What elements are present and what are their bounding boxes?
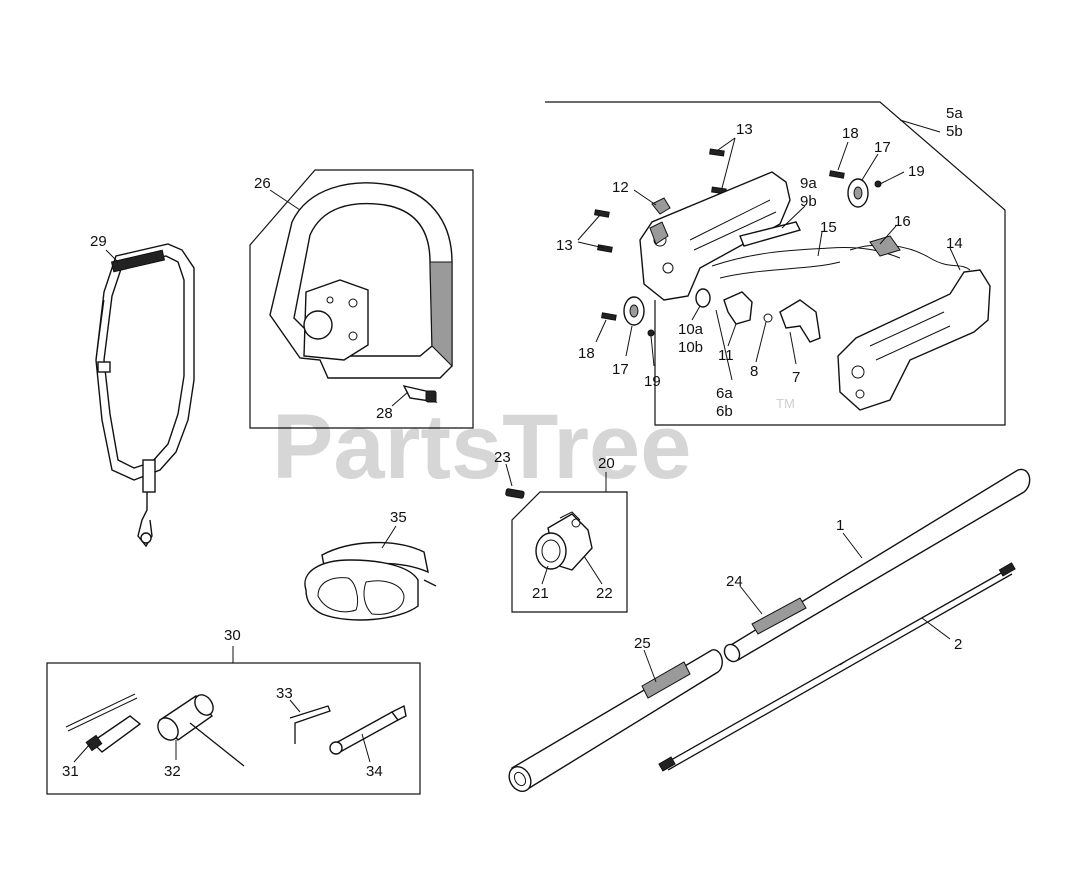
callout-7: 7 bbox=[792, 369, 800, 386]
callout-9a: 9a bbox=[800, 175, 817, 192]
callout-25: 25 bbox=[634, 635, 651, 652]
loop-handle-box bbox=[249, 169, 474, 429]
callout-22: 22 bbox=[596, 585, 613, 602]
callout-20: 20 bbox=[598, 455, 615, 472]
callout-5a: 5a bbox=[946, 105, 963, 122]
watermark: PartsTree TM bbox=[272, 396, 795, 498]
callout-10a: 10a bbox=[678, 321, 704, 338]
callout-13-upper: 13 bbox=[736, 121, 753, 138]
callout-28: 28 bbox=[376, 405, 393, 422]
shaft-clamp bbox=[505, 488, 593, 571]
clamp-box bbox=[511, 491, 628, 613]
callout-11: 11 bbox=[718, 347, 734, 364]
callout-12: 12 bbox=[612, 179, 629, 196]
callout-6a: 6a bbox=[716, 385, 733, 402]
callout-24: 24 bbox=[726, 573, 743, 590]
loop-handle bbox=[269, 182, 453, 403]
callout-5b: 5b bbox=[946, 123, 963, 140]
callout-8: 8 bbox=[750, 363, 758, 380]
watermark-text: PartsTree bbox=[272, 396, 691, 498]
callout-9b: 9b bbox=[800, 193, 817, 210]
callout-34: 34 bbox=[366, 763, 383, 780]
callout-35: 35 bbox=[390, 509, 407, 526]
callout-32: 32 bbox=[164, 763, 181, 780]
callout-10b: 10b bbox=[678, 339, 703, 356]
callout-18-upper: 18 bbox=[842, 125, 859, 142]
leader-lines bbox=[73, 119, 961, 763]
callout-19-upper: 19 bbox=[908, 163, 925, 180]
callout-6b: 6b bbox=[716, 403, 733, 420]
shoulder-strap bbox=[95, 243, 195, 548]
callout-17-upper: 17 bbox=[874, 139, 891, 156]
callout-1: 1 bbox=[836, 517, 844, 534]
callout-19-lower: 19 bbox=[644, 373, 661, 390]
callout-18-lower: 18 bbox=[578, 345, 595, 362]
callout-26: 26 bbox=[254, 175, 271, 192]
callout-16: 16 bbox=[894, 213, 911, 230]
callout-17-lower: 17 bbox=[612, 361, 629, 378]
drive-shafts bbox=[508, 468, 1031, 793]
callout-2: 2 bbox=[954, 636, 962, 653]
tool-kit bbox=[65, 693, 407, 767]
callout-30: 30 bbox=[224, 627, 241, 644]
handle-assembly bbox=[594, 148, 991, 411]
callout-21: 21 bbox=[532, 585, 549, 602]
watermark-trademark: TM bbox=[776, 396, 795, 411]
callout-23: 23 bbox=[494, 449, 511, 466]
callout-14: 14 bbox=[946, 235, 963, 252]
callout-29: 29 bbox=[90, 233, 107, 250]
callout-labels: 1 2 5a 5b 6a 6b 7 8 9a 9b 10a 10b 11 12 … bbox=[62, 105, 963, 780]
safety-goggles bbox=[304, 541, 437, 621]
callout-13-lower: 13 bbox=[556, 237, 573, 254]
handle-assembly-border bbox=[545, 101, 1006, 426]
callout-15: 15 bbox=[820, 219, 837, 236]
callout-33: 33 bbox=[276, 685, 293, 702]
callout-31: 31 bbox=[62, 763, 79, 780]
